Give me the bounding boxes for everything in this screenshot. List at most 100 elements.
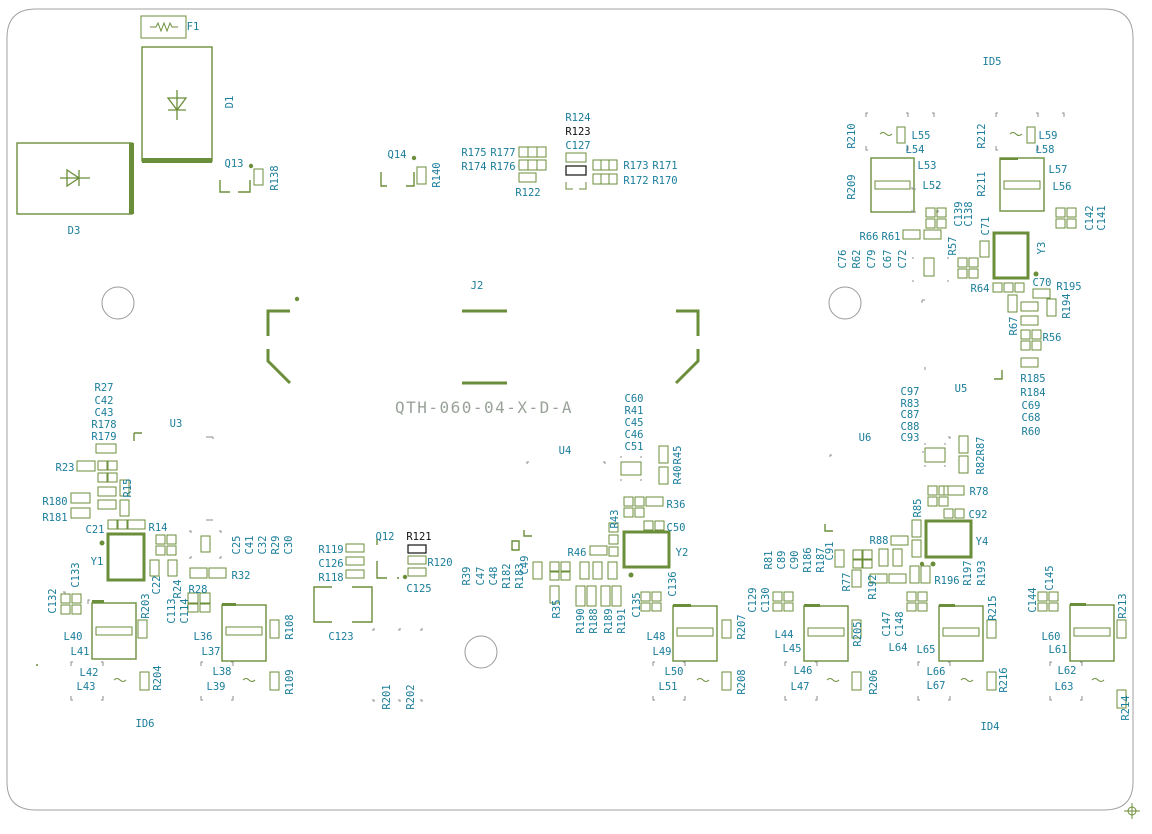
inductor-group-l36[interactable] <box>200 603 280 701</box>
crystal-y4[interactable] <box>924 519 973 567</box>
designator-r211: R211 <box>976 171 988 196</box>
designator-c141: C141 <box>1096 205 1108 230</box>
diode-symbol-icon <box>166 90 188 120</box>
designator-r15: R15 <box>122 479 134 498</box>
designator-r206: R206 <box>868 669 880 694</box>
designator-y1: Y1 <box>91 556 104 568</box>
designator-c127: C127 <box>565 140 590 152</box>
designator-c138: C138 <box>963 201 975 226</box>
designator-r215: R215 <box>987 595 999 620</box>
designator-r208: R208 <box>736 669 748 694</box>
designator-l51: L51 <box>659 681 678 693</box>
designator-c125: C125 <box>406 583 431 595</box>
designator-c60: C60 <box>625 393 644 405</box>
inductor-group-l58[interactable] <box>995 112 1065 212</box>
transistor-q12[interactable] <box>345 539 427 580</box>
designator-l38: L38 <box>213 666 232 678</box>
passives-top-right <box>902 207 1077 380</box>
designator-l47: L47 <box>791 681 810 693</box>
designator-c114: C114 <box>179 598 191 623</box>
designator-c129: C129 <box>747 587 759 612</box>
ic-u4[interactable] <box>511 461 606 551</box>
designator-r124: R124 <box>565 112 590 124</box>
designator-r121: R121 <box>406 531 431 543</box>
inductor-group-l60[interactable] <box>1049 603 1127 709</box>
designator-r40: R40 <box>672 466 684 485</box>
designator-r173: R173 <box>623 160 648 172</box>
inductor-group-l40[interactable] <box>36 591 150 701</box>
designator-y3: Y3 <box>1036 242 1048 255</box>
designator-y2: Y2 <box>676 547 689 559</box>
designator-r214: R214 <box>1120 695 1132 720</box>
designator-l42: L42 <box>80 667 99 679</box>
fuse-f1[interactable] <box>140 15 187 39</box>
designator-r203: R203 <box>140 593 152 618</box>
designator-r122: R122 <box>515 187 540 199</box>
designator-r204: R204 <box>152 665 164 690</box>
transistor-q14[interactable] <box>380 155 427 187</box>
designator-r61: R61 <box>882 231 901 243</box>
designator-l60: L60 <box>1042 631 1061 643</box>
designator-l66: L66 <box>927 666 946 678</box>
designator-r192: R192 <box>867 574 879 599</box>
designator-c91: C91 <box>824 542 836 561</box>
inductor-group-l54[interactable] <box>865 112 939 213</box>
designator-r213: R213 <box>1117 593 1129 618</box>
designator-r27: R27 <box>95 382 114 394</box>
inductor-group-l44[interactable] <box>784 604 862 701</box>
transistor-q13[interactable] <box>219 163 264 193</box>
designator-r109: R109 <box>284 669 296 694</box>
designator-c21: C21 <box>86 524 105 536</box>
designator-j2: J2 <box>471 280 484 292</box>
crystal-y3[interactable] <box>992 231 1039 280</box>
designator-r197: R197 <box>962 560 974 585</box>
designator-c147: C147 <box>881 611 893 636</box>
designator-r120: R120 <box>427 557 452 569</box>
designator-c145: C145 <box>1044 565 1056 590</box>
designator-c113: C113 <box>166 598 178 623</box>
designator-q12: Q12 <box>376 531 395 543</box>
crystal-y2[interactable] <box>622 530 671 578</box>
designator-c50: C50 <box>667 522 686 534</box>
ic-u6[interactable] <box>824 436 951 532</box>
designator-r170: R170 <box>652 175 677 187</box>
designator-r171: R171 <box>652 160 677 172</box>
passives-u6 <box>772 435 1059 612</box>
designator-c48: C48 <box>488 567 500 586</box>
designator-r66: R66 <box>860 231 879 243</box>
designator-r209: R209 <box>846 174 858 199</box>
ic-u3[interactable] <box>133 432 214 521</box>
designator-c139: C139 <box>953 201 965 226</box>
designator-c68: C68 <box>1022 412 1041 424</box>
capacitor-c123[interactable] <box>313 586 373 623</box>
designator-r212: R212 <box>976 123 988 148</box>
diode-d3[interactable] <box>16 142 134 215</box>
designator-id4: ID4 <box>981 721 1000 733</box>
designator-c76: C76 <box>837 250 849 269</box>
designator-c25: C25 <box>231 536 243 555</box>
inductor-group-l64[interactable] <box>917 604 997 701</box>
designator-r181: R181 <box>42 512 67 524</box>
designator-l67: L67 <box>927 680 946 692</box>
inductor-group-l48[interactable] <box>652 604 732 701</box>
designator-r196: R196 <box>934 575 959 587</box>
designator-l57: L57 <box>1049 164 1068 176</box>
designator-c132: C132 <box>47 588 59 613</box>
designator-c90: C90 <box>789 551 801 570</box>
designator-l58: L58 <box>1036 144 1055 156</box>
designator-r187: R187 <box>815 547 827 572</box>
designator-r183: R183 <box>514 563 526 588</box>
resistor-array-top <box>518 146 618 190</box>
designator-r175: R175 <box>461 147 486 159</box>
diode-d1[interactable] <box>141 46 213 163</box>
designator-r43: R43 <box>609 510 621 529</box>
designator-r56: R56 <box>1043 332 1062 344</box>
designator-r123: R123 <box>565 126 590 138</box>
designator-c135: C135 <box>631 592 643 617</box>
designator-l62: L62 <box>1058 665 1077 677</box>
passives-u3 <box>70 443 227 613</box>
connector-j2[interactable] <box>266 296 700 385</box>
designator-r180: R180 <box>42 496 67 508</box>
crystal-y1[interactable] <box>99 532 146 582</box>
